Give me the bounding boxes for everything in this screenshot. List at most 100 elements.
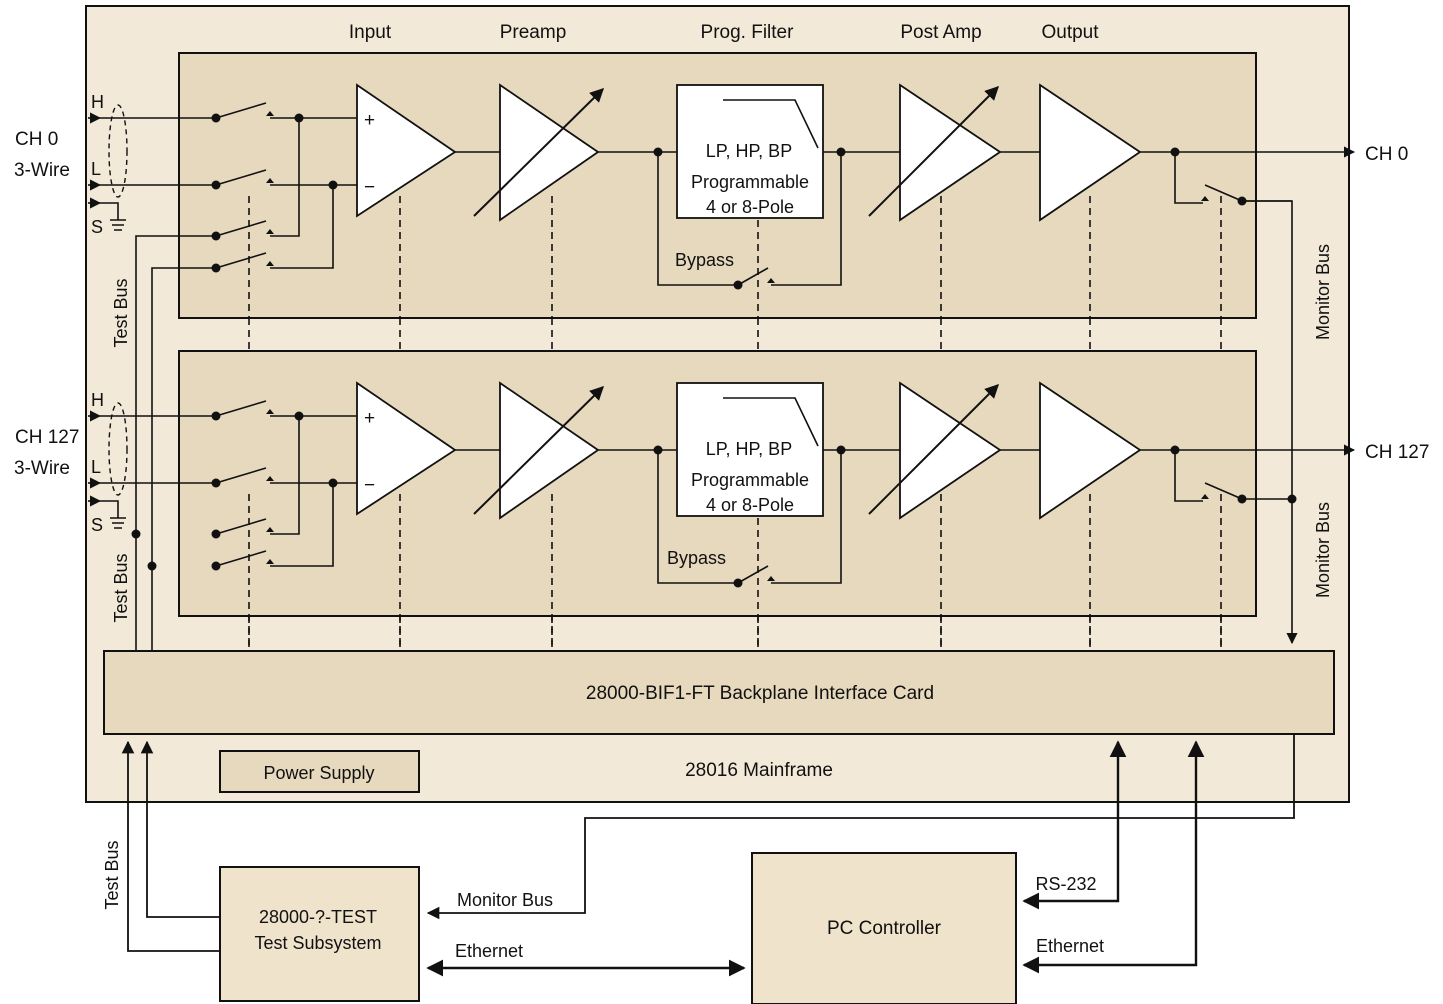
filter-pole-label: 4 or 8-Pole [706,197,794,217]
amp-minus-sign: − [364,177,375,198]
test-route-2 [270,185,334,269]
monitor-tap-line [1174,450,1203,502]
test-bus-link-1 [121,740,220,952]
l-terminal-label: L [91,457,101,477]
monitor-bus-external-label: Monitor Bus [457,890,553,910]
switch-test-2-contact [266,261,274,266]
test-subsystem-line2: Test Subsystem [254,933,381,953]
monitor-switch-contact [1201,494,1209,499]
output-amplifier [1039,381,1142,520]
backplane-label: 28000-BIF1-FT Backplane Interface Card [586,683,934,704]
switch-test-1-arm [215,518,267,535]
bypass-left-line [657,152,738,286]
h-terminal-label: H [91,390,104,410]
switch-test-1-contact [266,229,274,234]
amp-minus-sign: − [364,475,375,496]
bypass-left-line [657,450,738,584]
switch-h-arm [215,102,267,119]
switch-l-arm [215,467,267,484]
preamp-amplifier [499,381,600,520]
bypass-label: Bypass [667,548,726,568]
channel-card-ch0: H L S CH 0 3-Wire + − LP, HP, BP Programmable 4 o… [14,52,1408,352]
stage-filter-label: Prog. Filter [701,22,795,43]
output-channel-label: CH 0 [1365,144,1408,165]
amp-plus-sign: + [364,408,375,429]
monitor-switch-contact [1201,196,1209,201]
input-amplifier [356,83,457,218]
filter-programmable-label: Programmable [691,172,809,192]
switch-l-arm [215,169,267,186]
preamp-gain-arrow [473,88,604,217]
power-supply-label: Power Supply [263,763,374,783]
ethernet-link-right [1022,740,1205,974]
s-signal-line [100,202,119,220]
test-bus-external-label: Test Bus [102,840,122,909]
preamp-amplifier [499,83,600,222]
test-bus-label: Test Bus [111,278,131,347]
filter-type-label: LP, HP, BP [706,439,792,459]
mainframe-label: 28016 Mainframe [685,760,833,781]
s-terminal-label: S [91,515,103,535]
output-channel-label: CH 127 [1365,442,1429,463]
test-subsystem-line1: 28000-?-TEST [259,907,377,927]
channel-card-ch127: H L S CH 127 3-Wire + − LP, HP, BP Programmable 4… [14,350,1429,651]
filter-response-curve [723,99,819,149]
test-bus-lines [135,235,216,651]
bypass-switch-contact [767,278,775,283]
switch-test-1-contact [266,527,274,532]
stage-input-label: Input [349,22,392,43]
channel-name-label: CH 127 [15,427,79,448]
filter-response-curve [723,397,819,447]
pc-controller-box [751,852,1017,1004]
test-subsystem-box [219,866,420,1002]
monitor-bus-label: Monitor Bus [1313,502,1333,598]
test-route-1 [270,416,300,535]
ethernet-left-label: Ethernet [455,941,523,961]
switch-h-contact [266,111,274,116]
filter-pole-label: 4 or 8-Pole [706,495,794,515]
switch-h-arm [215,400,267,417]
power-supply-box [219,750,420,793]
test-route-1 [270,118,300,237]
h-terminal-label: H [91,92,104,112]
bypass-switch-arm [737,565,769,584]
channel-wire-label: 3-Wire [14,458,70,479]
monitor-switch-arm [1204,482,1243,500]
input-amplifier [356,381,457,516]
monitor-tap-line [1174,152,1203,204]
switch-l-contact [266,476,274,481]
test-route-2 [270,483,334,567]
s-signal-line [100,500,119,518]
filter-programmable-label: Programmable [691,470,809,490]
stage-preamp-label: Preamp [500,22,567,43]
preamp-gain-arrow [473,386,604,515]
postamp-amplifier [899,83,1002,222]
bypass-right-line [771,152,842,286]
channel-name-label: CH 0 [15,129,58,150]
test-bus-label: Test Bus [111,553,131,622]
s-terminal-label: S [91,217,103,237]
rs232-label: RS-232 [1035,874,1096,894]
l-terminal-label: L [91,159,101,179]
stage-postamp-label: Post Amp [900,22,981,43]
channel-wire-label: 3-Wire [14,160,70,181]
amp-plus-sign: + [364,110,375,131]
postamp-amplifier [899,381,1002,520]
filter-type-label: LP, HP, BP [706,141,792,161]
switch-h-contact [266,409,274,414]
switch-test-2-arm [215,252,267,269]
monitor-switch-arm [1204,184,1243,202]
output-amplifier [1039,83,1142,222]
monitor-bus-label: Monitor Bus [1313,244,1333,340]
cable-shield-outline [108,104,128,198]
switch-test-2-arm [215,550,267,567]
monitor-bus-line [1242,200,1298,645]
postamp-gain-arrow [868,86,999,217]
ethernet-right-label: Ethernet [1036,936,1104,956]
stage-output-label: Output [1041,22,1099,43]
switch-l-contact [266,178,274,183]
backplane-card [103,650,1335,735]
ground-symbol [110,517,126,529]
test-bus-link-2 [140,740,220,918]
